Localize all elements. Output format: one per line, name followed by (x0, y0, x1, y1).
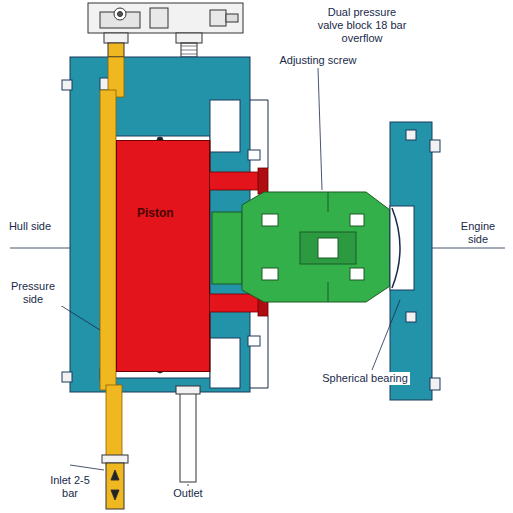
adjusting-screw (328, 192, 329, 212)
bracket (250, 100, 268, 168)
seal (210, 338, 240, 388)
valve-block (108, 43, 124, 57)
piston-arm (258, 168, 268, 194)
valve-block (150, 8, 168, 28)
pressure-oil (100, 90, 116, 390)
bracket (250, 316, 268, 388)
adjusting-screw (262, 268, 278, 280)
hull-housing (248, 336, 260, 346)
pressure-oil (106, 385, 122, 465)
hull-housing (110, 136, 210, 378)
piston-arm (205, 172, 265, 190)
side-name: Pressure side (3, 280, 63, 306)
hull-housing (110, 57, 250, 392)
engine-flange (390, 206, 414, 290)
adjusting-screw (350, 214, 364, 226)
engine-flange (430, 378, 440, 390)
engine-flange (390, 122, 432, 400)
leader-line (52, 68, 400, 486)
port-name: Outlet (171, 487, 204, 500)
engine-flange (406, 312, 416, 322)
valve-block (88, 3, 243, 33)
inlet-fitting (111, 470, 119, 500)
outlet-pipe (180, 392, 196, 482)
hull-housing (62, 57, 260, 392)
title-note: Dual pressure valve block 18 bar overflo… (312, 6, 412, 45)
valve-block (210, 10, 226, 26)
leader-line (70, 465, 104, 470)
adjusting-screw (212, 212, 242, 284)
piston-body: Piston (116, 140, 210, 372)
valve-block (226, 14, 238, 22)
adjusting-screw (262, 214, 278, 226)
side-name: Engine side (451, 220, 505, 246)
engine-flange (430, 140, 440, 152)
engine-flange (392, 208, 400, 288)
adjusting-screw (318, 238, 338, 258)
side-name: Hull side (7, 220, 53, 233)
valve-block (114, 8, 126, 20)
inlet-fitting (102, 455, 128, 463)
inlet-fitting (106, 463, 124, 509)
hull-housing (62, 80, 72, 90)
hull-housing (248, 150, 260, 160)
engine-flange (406, 130, 416, 140)
adjusting-screw (328, 282, 329, 302)
outlet-pipe (176, 386, 200, 394)
part-name: Spherical bearing (320, 372, 410, 385)
leader-line (372, 300, 400, 370)
part-name: Piston (137, 206, 174, 220)
leader-line (318, 68, 322, 190)
valve-block (181, 43, 197, 57)
seal (210, 100, 240, 152)
adjusting-screw (300, 232, 356, 264)
port-name: Inlet 2-5 bar (40, 474, 100, 500)
valve-block (88, 3, 243, 57)
part-name: Adjusting screw (277, 54, 358, 67)
hull-housing (62, 372, 72, 382)
engine-flange (390, 122, 440, 400)
adjusting-screw (242, 192, 390, 302)
valve-block (118, 12, 123, 17)
adjusting-screw (212, 192, 390, 302)
leader-line (188, 484, 189, 486)
adjusting-screw (350, 268, 364, 280)
outlet-pipe (176, 386, 200, 482)
inlet-fitting (102, 455, 128, 509)
valve-block (176, 33, 202, 43)
valve-block (104, 33, 128, 43)
